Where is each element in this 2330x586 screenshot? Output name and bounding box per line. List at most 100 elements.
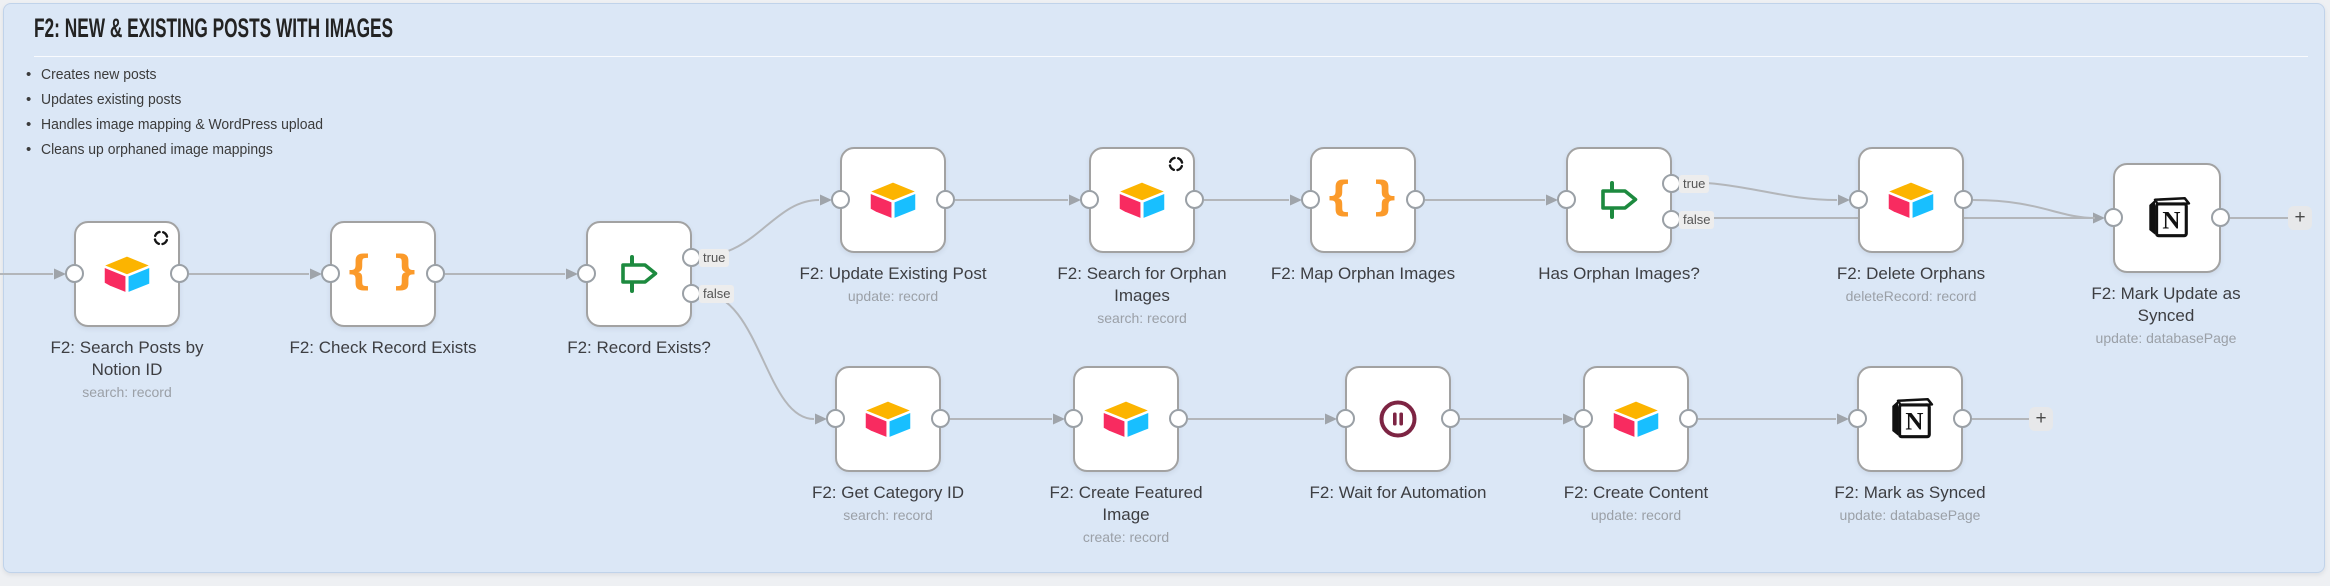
node-caption: F2: Record Exists?: [567, 338, 711, 357]
wire-arrowhead: [1838, 194, 1850, 206]
node-caption: F2: Create Featured Image: [1049, 483, 1203, 524]
node-box[interactable]: N: [2104, 163, 2230, 273]
wire-arrowhead: [1290, 194, 1302, 206]
notion-icon: N: [1892, 397, 1934, 439]
node-f2-get-category-id[interactable]: F2: Get Category ID search: record: [812, 366, 964, 523]
output-label-true: true: [1679, 175, 1710, 193]
node-subtitle: create: record: [1082, 529, 1170, 545]
input-port[interactable]: [2104, 208, 2123, 227]
node-box[interactable]: [1336, 366, 1460, 472]
node-subtitle: search: record: [82, 384, 172, 400]
input-port[interactable]: [1557, 190, 1576, 209]
node-box[interactable]: [1064, 366, 1188, 472]
airtable-icon: [104, 256, 150, 292]
output-port[interactable]: [931, 409, 950, 428]
input-port[interactable]: [1301, 190, 1320, 209]
input-port[interactable]: [1848, 409, 1867, 428]
input-port[interactable]: [826, 409, 845, 428]
output-port[interactable]: [1953, 409, 1972, 428]
add-node-button[interactable]: +: [2288, 206, 2312, 230]
code-icon: { }: [344, 248, 422, 294]
sticky-divider: [34, 56, 2308, 57]
node-f2-mark-update-as-synced[interactable]: N F2: Mark Update as Synced update: data…: [2091, 163, 2241, 346]
node-box[interactable]: { }: [1301, 147, 1425, 253]
node-f2-record-exists-if[interactable]: true false F2: Record Exists?: [567, 221, 735, 357]
input-port[interactable]: [1064, 409, 1083, 428]
node-f2-mark-as-synced[interactable]: N F2: Mark as Synced update: databasePag…: [1834, 366, 1986, 523]
input-port[interactable]: [1336, 409, 1355, 428]
input-port[interactable]: [831, 190, 850, 209]
node-f2-search-posts-by-notion-id[interactable]: F2: Search Posts by Notion ID search: re…: [50, 221, 204, 400]
input-port[interactable]: [1849, 190, 1868, 209]
node-caption: F2: Map Orphan Images: [1270, 264, 1456, 283]
wire-arrowhead: [820, 194, 832, 206]
node-subtitle: search: record: [1097, 310, 1187, 326]
node-box[interactable]: [826, 366, 950, 472]
retry-badge-icon: [1168, 156, 1184, 172]
node-caption: F2: Delete Orphans: [1836, 264, 1986, 283]
node-f2-map-orphan-images[interactable]: { } F2: Map Orphan Images: [1271, 147, 1455, 283]
input-port[interactable]: [1574, 409, 1593, 428]
sticky-bullet-list: Creates new posts Updates existing posts…: [24, 66, 344, 166]
output-port[interactable]: [936, 190, 955, 209]
node-f2-update-existing-post[interactable]: F2: Update Existing Post update: record: [799, 147, 987, 304]
node-subtitle: deleteRecord: record: [1845, 288, 1977, 304]
wire-arrowhead: [566, 268, 578, 280]
node-box[interactable]: [65, 221, 189, 327]
wire-arrowhead: [1546, 194, 1558, 206]
connection-merge[interactable]: [1972, 199, 2096, 219]
node-box[interactable]: true false: [577, 221, 735, 327]
output-port[interactable]: [1679, 409, 1698, 428]
output-port[interactable]: [170, 264, 189, 283]
if-signpost-icon: [1601, 181, 1638, 219]
node-caption: F2: Check Record Exists: [289, 338, 477, 357]
input-port[interactable]: [577, 264, 596, 283]
output-port[interactable]: [2211, 208, 2230, 227]
connection-true-branch[interactable]: [700, 199, 820, 257]
wire-arrowhead: [1837, 413, 1849, 425]
input-port[interactable]: [1080, 190, 1099, 209]
input-port[interactable]: [321, 264, 340, 283]
output-port[interactable]: [426, 264, 445, 283]
airtable-icon: [870, 182, 916, 218]
node-f2-create-featured-image[interactable]: F2: Create Featured Image create: record: [1049, 366, 1203, 545]
node-caption: F2: Mark as Synced: [1834, 483, 1986, 502]
output-port[interactable]: [1169, 409, 1188, 428]
output-port[interactable]: [1441, 409, 1460, 428]
node-box[interactable]: [831, 147, 955, 253]
output-port[interactable]: [1954, 190, 1973, 209]
node-subtitle: update: databasePage: [1839, 507, 1981, 523]
node-f2-create-content[interactable]: F2: Create Content update: record: [1564, 366, 1708, 523]
output-label-false: false: [699, 285, 735, 303]
node-f2-delete-orphans[interactable]: F2: Delete Orphans deleteRecord: record: [1837, 147, 1985, 304]
output-port[interactable]: [1406, 190, 1425, 209]
node-f2-wait-for-automation[interactable]: F2: Wait for Automation: [1310, 366, 1487, 502]
retry-badge-icon: [153, 230, 169, 246]
node-caption: F2: Update Existing Post: [799, 264, 987, 283]
wire-arrowhead: [54, 268, 66, 280]
node-box[interactable]: [1080, 147, 1204, 253]
sticky-bullet: Updates existing posts: [24, 91, 344, 108]
node-box[interactable]: true false: [1557, 147, 1715, 253]
svg-text:N: N: [1905, 408, 1923, 435]
node-box[interactable]: [1574, 366, 1698, 472]
node-box[interactable]: { }: [321, 221, 445, 327]
node-has-orphan-images-if[interactable]: true false Has Orphan Images?: [1538, 147, 1715, 283]
node-subtitle: search: record: [843, 507, 933, 523]
node-box[interactable]: [1849, 147, 1973, 253]
node-f2-check-record-exists[interactable]: { } F2: Check Record Exists: [289, 221, 477, 357]
sticky-bullet: Cleans up orphaned image mappings: [24, 141, 344, 158]
input-port[interactable]: [65, 264, 84, 283]
node-f2-search-for-orphan-images[interactable]: F2: Search for Orphan Images search: rec…: [1057, 147, 1227, 326]
airtable-icon: [1119, 182, 1165, 218]
airtable-icon: [865, 401, 911, 437]
sticky-bullet: Creates new posts: [24, 66, 344, 83]
node-caption: F2: Search Posts by Notion ID: [50, 338, 204, 379]
add-node-button[interactable]: +: [2029, 407, 2053, 431]
node-caption: Has Orphan Images?: [1538, 264, 1700, 283]
output-port[interactable]: [1185, 190, 1204, 209]
wire-arrowhead: [1053, 413, 1065, 425]
node-box[interactable]: N: [1848, 366, 1972, 472]
pause-wait-icon: [1379, 400, 1417, 438]
